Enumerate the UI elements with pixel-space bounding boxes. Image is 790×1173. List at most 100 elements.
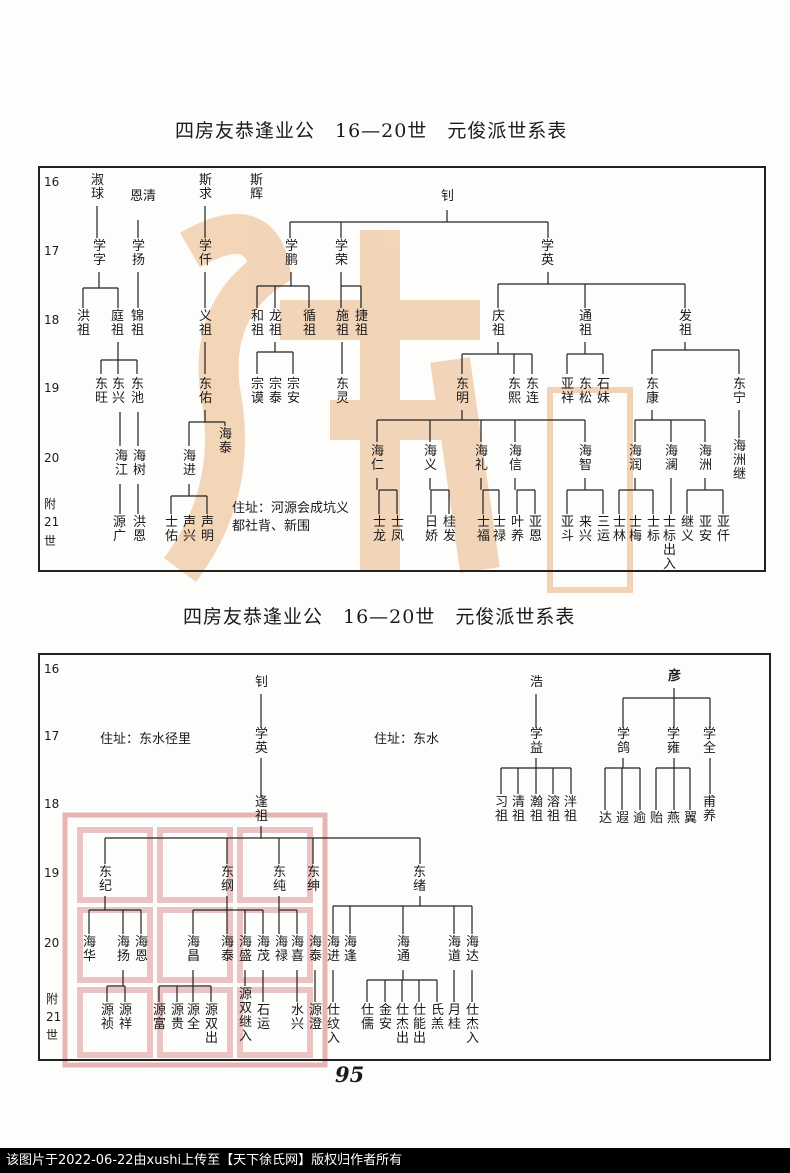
person: 亚仟 [716, 515, 730, 544]
person: 士标 [646, 515, 660, 544]
person: 源全 [186, 1003, 200, 1032]
person: 学仟 [198, 239, 212, 268]
person: 东熙 [507, 377, 521, 406]
person: 海泰 [218, 427, 232, 456]
person: 海智 [578, 444, 592, 473]
person: 学荣 [334, 239, 348, 268]
person: 源双出 [204, 1003, 218, 1046]
person: 海树 [132, 449, 146, 478]
person: 浩 [529, 675, 543, 690]
person: 学英 [254, 727, 268, 756]
person: 继义 [680, 515, 694, 544]
person: 仕纹入 [326, 1003, 340, 1046]
person: 学鸽 [616, 727, 630, 756]
person: 施祖 [335, 309, 349, 338]
gen-label-16: 16 [44, 662, 60, 676]
person: 仕杰入 [465, 1003, 479, 1046]
person: 海达 [465, 935, 479, 964]
person: 淑球 [90, 173, 104, 202]
person: 学字 [92, 239, 106, 268]
person: 东康 [645, 377, 659, 406]
person: 金安 [378, 1003, 392, 1032]
person: 士龙 [372, 515, 386, 544]
person: 龙祖 [268, 309, 282, 338]
person: 亚恩 [528, 515, 542, 544]
person: 庆祖 [491, 309, 505, 338]
person: 海盛 [238, 935, 252, 964]
person: 海恩 [134, 935, 148, 964]
person: 宗安 [286, 377, 300, 406]
person: 彦 [667, 669, 681, 684]
person: 和祖 [250, 309, 264, 338]
person: 锦祖 [130, 309, 144, 338]
person: 循祖 [302, 309, 316, 338]
person: 义祖 [198, 309, 212, 338]
person: 东池 [130, 377, 144, 406]
person: 洪恩 [132, 515, 146, 544]
person: 海润 [628, 444, 642, 473]
person: 泮祖 [563, 795, 577, 824]
table2-title: 四房友恭逢业公 16—20世 元俊派世系表 [183, 606, 576, 628]
residence-note: 住址：河源会成坑义都社背、新围 [232, 501, 350, 534]
person: 仕儒 [360, 1003, 374, 1032]
gen-label-17: 17 [44, 729, 60, 743]
genealogy-table-1 [38, 166, 766, 572]
person: 士梅 [628, 515, 642, 544]
person: 源双继入 [238, 987, 252, 1044]
person: 士凤 [390, 515, 404, 544]
person: 石运 [256, 1003, 270, 1032]
person: 学雍 [666, 727, 680, 756]
person: 月桂 [447, 1003, 461, 1032]
person: 海进 [182, 449, 196, 478]
person: 东松 [578, 377, 592, 406]
person: 士佑 [164, 515, 178, 544]
gen-label-19: 19 [44, 866, 60, 880]
person: 水兴 [290, 1003, 304, 1032]
person: 斯辉 [249, 173, 263, 202]
person: 逾 [632, 811, 646, 826]
gen-label-18: 18 [44, 797, 60, 811]
gen-label-21: 21 [44, 515, 60, 529]
person: 贻 [649, 811, 663, 826]
person: 士标出入 [662, 515, 676, 572]
person: 海扬 [116, 935, 130, 964]
residence-note: 住址：东水 [374, 732, 440, 747]
person: 学扬 [131, 239, 145, 268]
person: 源广 [112, 515, 126, 544]
gen-label-fu: 附 [46, 992, 59, 1006]
person: 清祖 [511, 795, 525, 824]
person: 翼 [683, 811, 697, 826]
person: 东连 [525, 377, 539, 406]
gen-label-17: 17 [44, 244, 60, 258]
person: 士林 [612, 515, 626, 544]
gen-label-20: 20 [44, 451, 60, 465]
person: 海华 [82, 935, 96, 964]
person: 东明 [455, 377, 469, 406]
person: 东佑 [198, 377, 212, 406]
person: 海昌 [186, 935, 200, 964]
person: 逢祖 [254, 795, 268, 824]
person: 通祖 [578, 309, 592, 338]
upload-footer: 该图片于2022-06-22由xushi上传至【天下徐氏网】版权归作者所有 [0, 1148, 790, 1173]
person: 桂发 [442, 515, 456, 544]
person: 仕能出 [412, 1003, 426, 1046]
person: 斯求 [198, 173, 212, 202]
gen-label-shi: 世 [46, 1028, 59, 1042]
person: 声兴 [182, 515, 196, 544]
gen-label-18: 18 [44, 313, 60, 327]
person: 燕 [666, 811, 680, 826]
person: 东纲 [220, 865, 234, 894]
gen-label-shi: 世 [44, 534, 57, 548]
person: 海道 [447, 935, 461, 964]
person: 学益 [529, 727, 543, 756]
person: 海通 [396, 935, 410, 964]
person: 声明 [200, 515, 214, 544]
person: 溶祖 [546, 795, 560, 824]
gen-label-19: 19 [44, 381, 60, 395]
person: 东绅 [306, 865, 320, 894]
person: 发祖 [678, 309, 692, 338]
person: 东兴 [111, 377, 125, 406]
person: 钊 [254, 675, 268, 690]
person: 庭祖 [110, 309, 124, 338]
person: 瀚祖 [529, 795, 543, 824]
